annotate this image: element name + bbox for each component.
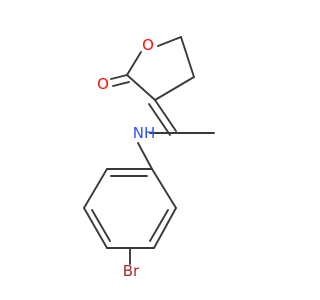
ring-oxygen-label: O — [142, 36, 154, 54]
bond-ch2-ch2 — [180, 36, 195, 78]
background — [0, 0, 300, 300]
bond-c2-o-double-b — [112, 81, 130, 87]
carbonyl-oxygen-label: O — [97, 75, 109, 93]
bond-o-ch2 — [157, 36, 182, 47]
bond-ar-2 — [153, 207, 177, 249]
bonds — [83, 36, 215, 265]
bromine-label: Br — [123, 262, 140, 280]
molecule-structure: O O NH Br — [0, 0, 300, 300]
bond-ar-inner-2 — [149, 209, 169, 242]
bond-c2-o-double-a — [110, 74, 128, 80]
bond-c3-ca-double-b — [148, 103, 171, 136]
amine-label: NH — [133, 124, 156, 142]
bond-ch2-c3 — [154, 76, 195, 101]
bond-n-aryl — [137, 142, 153, 170]
bond-c2-o — [126, 51, 142, 76]
bond-c3-ca-double-a — [154, 99, 177, 132]
bond-ar-5 — [83, 168, 108, 209]
bond-ar-4 — [83, 207, 108, 249]
bond-c3-c2 — [126, 74, 156, 101]
bond-ar-inner-3 — [91, 209, 111, 242]
bond-ar-1 — [151, 168, 177, 209]
